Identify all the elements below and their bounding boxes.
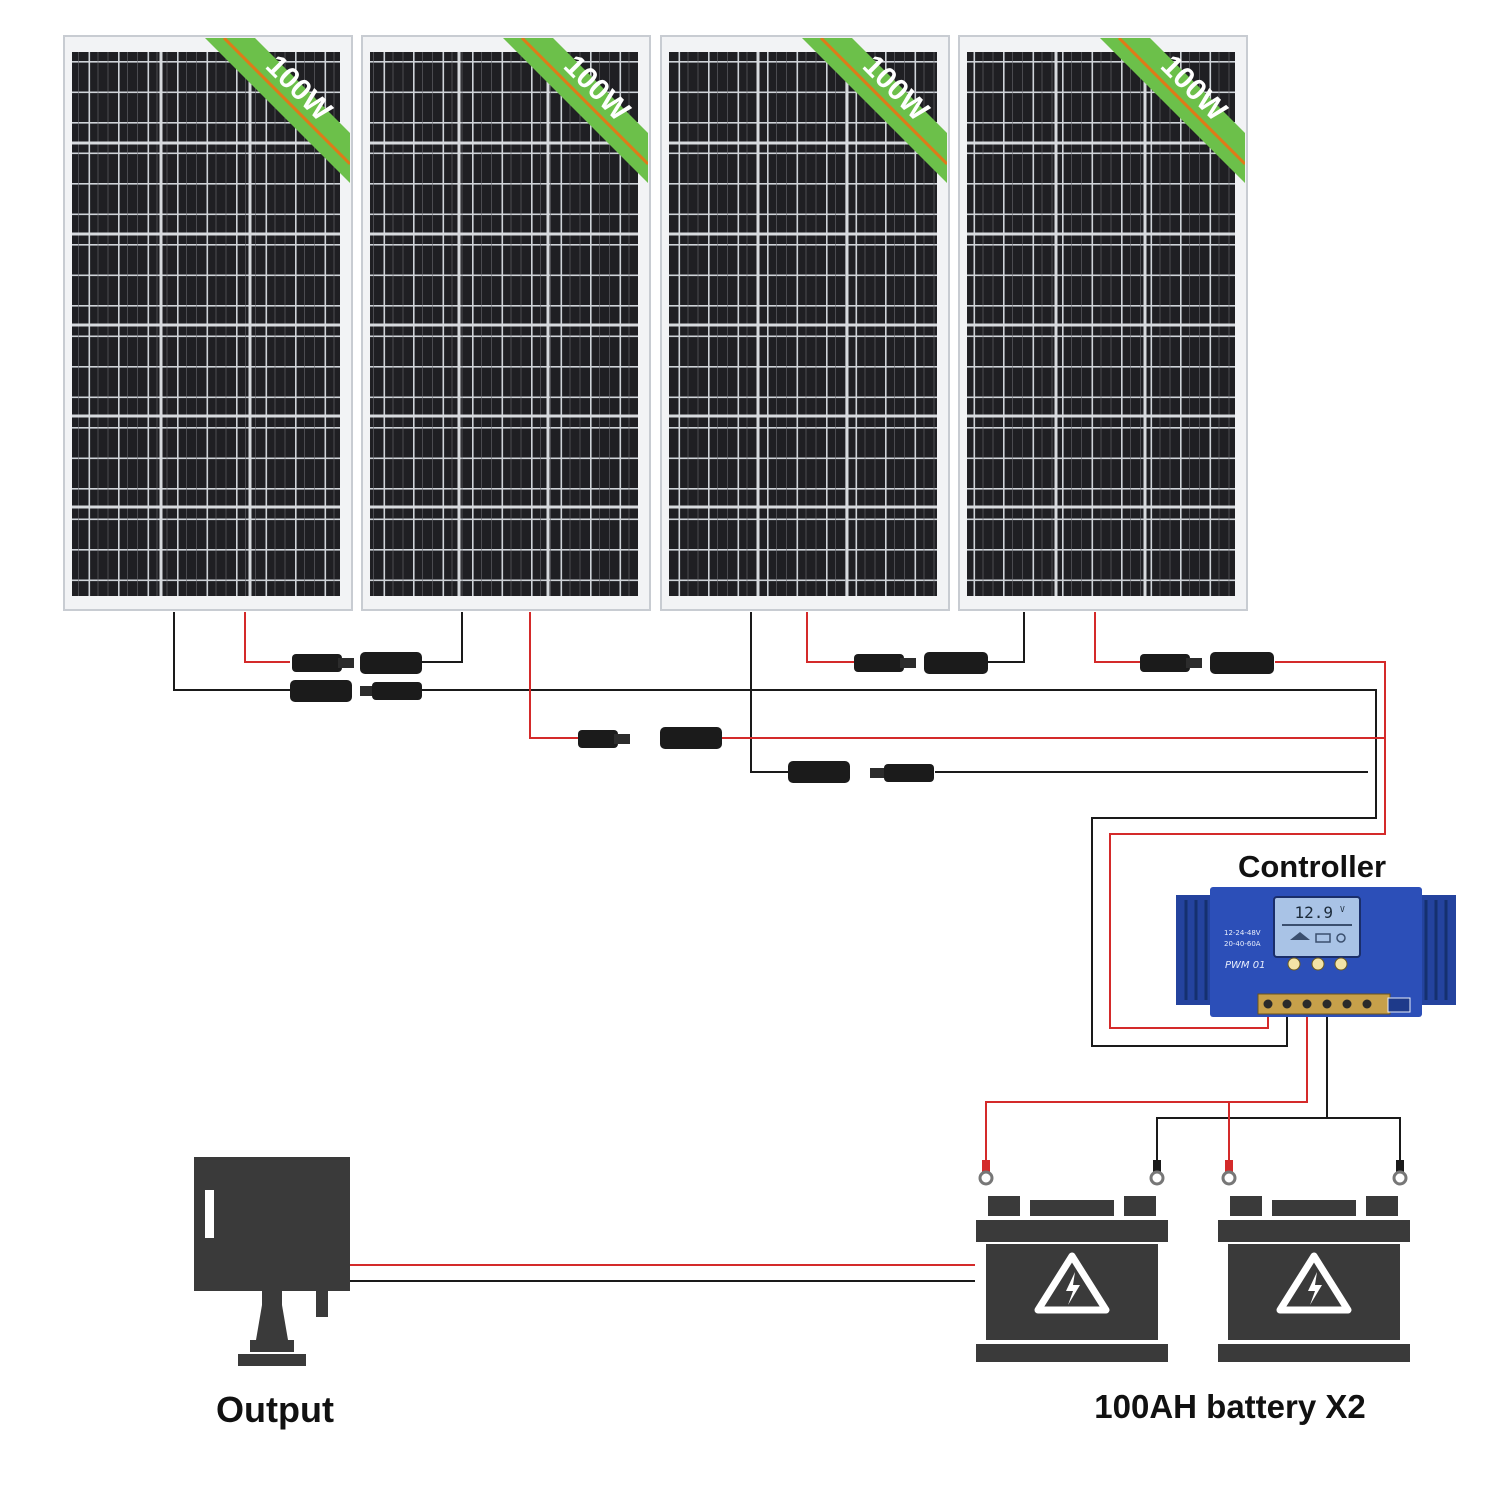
controller-spec-line-2: 20-40-60A xyxy=(1224,940,1261,948)
sun-panel-icon xyxy=(1290,932,1310,940)
mc4-connector-female xyxy=(660,727,722,749)
battery-lug-negative xyxy=(1149,1160,1165,1186)
battery-2 xyxy=(1218,1196,1410,1362)
lcd-voltage: 12.9 xyxy=(1294,903,1333,922)
lcd-unit: V xyxy=(1340,905,1345,914)
negative-wires xyxy=(173,612,1401,1282)
charge-controller: 12-24-48V 20-40-60A 12.9 V PWM 01 xyxy=(1176,887,1456,1017)
usb-port xyxy=(1387,997,1411,1013)
up-button[interactable] xyxy=(1311,957,1325,971)
mc4-connector-male xyxy=(1140,654,1202,672)
output-label: Output xyxy=(216,1389,334,1430)
mc4-connector-male xyxy=(578,730,630,748)
solar-panel-2: 100W xyxy=(361,35,651,611)
solar-panel-4: 100W xyxy=(958,35,1248,611)
mc4-connector-female xyxy=(1210,652,1274,674)
controller-title: Controller xyxy=(1238,849,1386,884)
warning-icon xyxy=(1276,1252,1352,1314)
output-device-icon xyxy=(194,1157,350,1366)
battery-label: 100AH battery X2 xyxy=(1094,1388,1365,1425)
controller-spec-line-1: 12-24-48V xyxy=(1224,929,1261,937)
mc4-connector-female xyxy=(788,761,850,783)
battery-lug-positive xyxy=(1221,1160,1237,1186)
mc4-connector-male xyxy=(870,764,934,782)
battery-1 xyxy=(976,1196,1168,1362)
solar-panel-1: 100W xyxy=(63,35,353,611)
mc4-connector-male xyxy=(360,682,422,700)
battery-lug-negative xyxy=(1392,1160,1408,1186)
down-button[interactable] xyxy=(1334,957,1348,971)
positive-wires xyxy=(244,612,1386,1266)
mc4-connector-female xyxy=(360,652,422,674)
bulb-icon xyxy=(1336,933,1346,943)
battery-lug-positive xyxy=(978,1160,994,1186)
controller-model: PWM 01 xyxy=(1225,960,1265,971)
menu-button[interactable] xyxy=(1287,957,1301,971)
battery-icon xyxy=(1315,933,1331,943)
solar-panel-3: 100W xyxy=(660,35,950,611)
mc4-connector-female xyxy=(290,680,352,702)
mc4-connector-male xyxy=(854,654,916,672)
mc4-connector-female xyxy=(924,652,988,674)
warning-icon xyxy=(1034,1252,1110,1314)
mc4-connector-male xyxy=(292,654,354,672)
